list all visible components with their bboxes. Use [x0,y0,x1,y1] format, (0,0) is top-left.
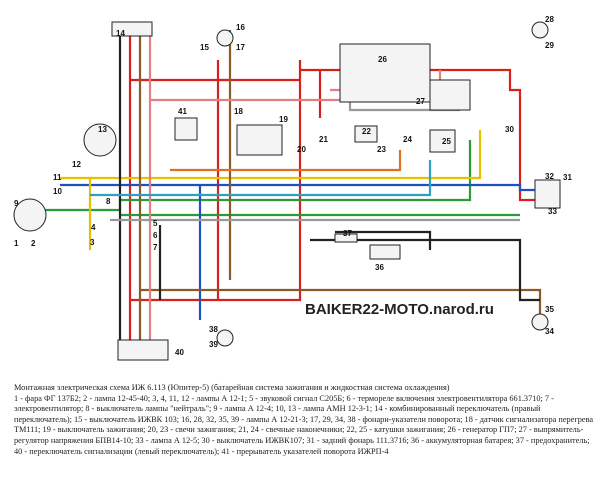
component-number-label: 10 [53,187,62,196]
turn-light-rear-left [531,313,549,331]
headlight [13,198,47,232]
component-number-label: 18 [234,107,243,116]
component-number-label: 32 [545,172,554,181]
caption: Монтажная электрическая схема ИЖ 6.113 (… [14,383,594,457]
component-number-label: 25 [442,137,451,146]
battery [369,244,401,260]
component-number-label: 39 [209,340,218,349]
component-number-label: 7 [153,243,158,252]
wire-grey [110,45,520,222]
component-number-label: 34 [545,327,554,336]
ignition-switch [236,124,283,156]
component-number-label: 31 [563,173,572,182]
component-number-label: 16 [236,23,245,32]
component-number-label: 22 [362,127,371,136]
component-number-label: 4 [91,223,96,232]
wire-yellow [60,130,482,250]
instrument-panel [83,123,117,157]
component-number-label: 6 [153,231,158,240]
component-number-label: 41 [178,107,187,116]
component-number-label: 36 [375,263,384,272]
component-number-label: 30 [505,125,514,134]
component-number-label: 40 [175,348,184,357]
component-number-label: 8 [106,197,111,206]
component-number-label: 27 [416,97,425,106]
tail-light [534,179,561,209]
ignition-coil-2 [429,129,456,153]
ignition-coil-1 [354,125,378,143]
components [13,21,561,361]
component-number-label: 12 [72,160,81,169]
component-number-label: 17 [236,43,245,52]
combined-switch-right [111,21,153,37]
rectifier-regulator [429,79,471,111]
component-number-label: 35 [545,305,554,314]
component-number-label: 3 [90,238,95,247]
component-number-label: 38 [209,325,218,334]
component-number-label: 15 [200,43,209,52]
component-number-label: 24 [403,135,412,144]
component-number-label: 1 [14,239,19,248]
wire-blue [60,183,540,320]
turn-light-front-right [216,29,234,47]
component-number-label: 11 [53,173,62,182]
component-number-label: 13 [98,125,107,134]
caption-title: Монтажная электрическая схема ИЖ 6.113 (… [14,383,450,392]
turn-light-rear-right [531,21,549,39]
component-number-label: 37 [343,229,352,238]
wire-orange [170,150,402,172]
generator [339,43,431,103]
component-number-label: 19 [279,115,288,124]
component-number-label: 5 [153,219,158,228]
wire-brown [138,30,542,350]
component-number-label: 14 [116,29,125,38]
component-number-label: 26 [378,55,387,64]
component-number-label: 21 [319,135,328,144]
component-number-label: 29 [545,41,554,50]
fuse [334,233,358,243]
component-number-label: 9 [14,199,19,208]
component-number-label: 20 [297,145,306,154]
turn-light-front-left [216,329,234,347]
turn-signal-breaker [174,117,198,141]
component-number-label: 28 [545,15,554,24]
signal-switch-left [117,339,169,361]
component-number-label: 33 [548,207,557,216]
component-number-label: 2 [31,239,36,248]
caption-body: 1 - фара ФГ 137Б2; 2 - лампа 12-45-40; 3… [14,393,594,456]
site-label: BAIKER22-MOTO.narod.ru [305,301,494,318]
component-number-label: 23 [377,145,386,154]
wire-cyan [90,160,432,197]
